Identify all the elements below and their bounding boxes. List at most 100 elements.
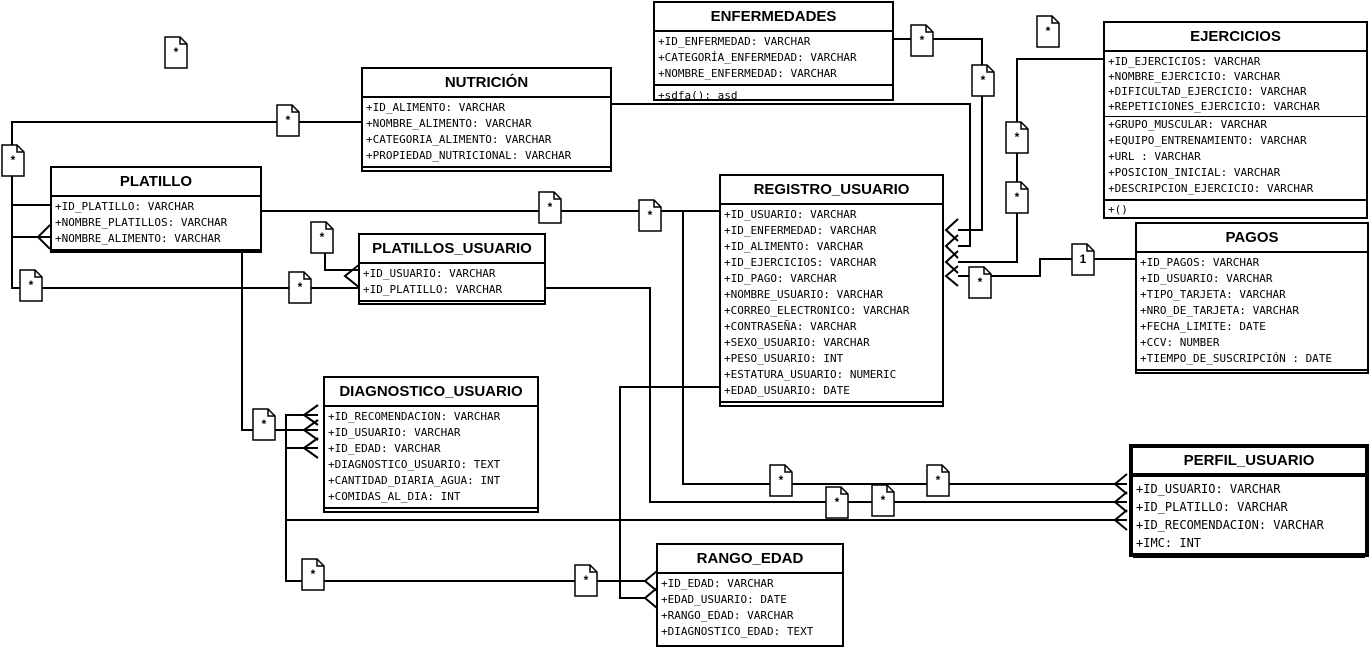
connector-enfermedades-registro: [894, 38, 983, 231]
entity-attribute: +ID_ENFERMEDAD: VARCHAR: [724, 224, 877, 237]
entity-ejercicios[interactable]: EJERCICIOS +ID_EJERCICIOS: VARCHAR +NOMB…: [1103, 21, 1368, 219]
entity-attribute: +EQUIPO_ENTRENAMIENTO: VARCHAR: [1108, 134, 1307, 147]
connector-diagnostico-rango: [285, 414, 645, 582]
entity-attribute: +DIFICULTAD_EJERCICIO: VARCHAR: [1108, 85, 1307, 98]
crowfoot-registro-enfermedades: [944, 218, 959, 242]
entity-attribute: +NOMBRE_EJERCICIO: VARCHAR: [1108, 70, 1281, 83]
entity-attribute: +ID_PLATILLO: VARCHAR: [1136, 500, 1288, 514]
multiplicity-note: *: [164, 36, 188, 69]
multiplicity-note: *: [971, 64, 995, 97]
entity-attribute: +NOMBRE_ALIMENTO: VARCHAR: [55, 232, 221, 245]
entity-attribute: +CCV: NUMBER: [1140, 336, 1220, 349]
entity-title: REGISTRO_USUARIO: [721, 176, 942, 205]
entity-diagnostico-usuario[interactable]: DIAGNOSTICO_USUARIO +ID_RECOMENDACION: V…: [323, 376, 539, 513]
entity-footer: [360, 300, 544, 302]
entity-attribute: +DIAGNOSTICO_USUARIO: TEXT: [328, 458, 501, 471]
entity-title: PLATILLO: [52, 168, 260, 197]
entity-attribute: +PESO_USUARIO: INT: [724, 352, 844, 365]
entity-title: RANGO_EDAD: [658, 545, 842, 574]
entity-attribute: +ESTATURA_USUARIO: NUMERIC: [724, 368, 897, 381]
multiplicity-note: *: [252, 408, 276, 441]
entity-attribute: +ID_USUARIO: VARCHAR: [1140, 272, 1273, 285]
multiplicity-note: *: [926, 464, 950, 497]
entity-title: PERFIL_USUARIO: [1133, 448, 1365, 477]
multiplicity-note: *: [1005, 181, 1029, 214]
multiplicity-note: *: [574, 564, 598, 597]
entity-attribute: +ID_PLATILLO: VARCHAR: [55, 200, 195, 213]
crowfoot-platillos-usuario-a: [343, 263, 361, 289]
entity-attribute: +EDAD_USUARIO: DATE: [661, 593, 787, 606]
connector-ejercicios-registro: [958, 58, 1105, 263]
entity-attribute: +ID_PAGO: VARCHAR: [724, 272, 837, 285]
entity-attribute: +DESCRIPCION_EJERCICIO: VARCHAR: [1108, 182, 1314, 195]
entity-registro-usuario[interactable]: REGISTRO_USUARIO +ID_USUARIO: VARCHAR +I…: [719, 174, 944, 407]
entity-attribute: +DIAGNOSTICO_EDAD: TEXT: [661, 625, 814, 638]
entity-attribute: +ID_RECOMENDACION: VARCHAR: [1136, 518, 1324, 532]
entity-rango-edad[interactable]: RANGO_EDAD +ID_EDAD: VARCHAR +EDAD_USUAR…: [656, 543, 844, 647]
entity-attribute: +EDAD_USUARIO: DATE: [724, 384, 850, 397]
connector-platillo-diagnostico: [241, 252, 318, 431]
entity-attribute: +ID_PAGOS: VARCHAR: [1140, 256, 1260, 269]
entity-attribute: +NOMBRE_USUARIO: VARCHAR: [724, 288, 883, 301]
entity-attribute: +COMIDAS_AL_DIA: INT: [328, 490, 461, 503]
entity-attribute: +GRUPO_MUSCULAR: VARCHAR: [1108, 118, 1267, 131]
multiplicity-note: *: [910, 24, 934, 57]
entity-attribute: +NRO_DE_TARJETA: VARCHAR: [1140, 304, 1299, 317]
entity-attribute: +NOMBRE_PLATILLOS: VARCHAR: [55, 216, 228, 229]
multiplicity-note-one: 1: [1071, 243, 1095, 276]
entity-attribute: +ID_USUARIO: VARCHAR: [363, 267, 496, 280]
entity-attribute: +CORREO_ELECTRONICO: VARCHAR: [724, 304, 910, 317]
entity-pagos[interactable]: PAGOS +ID_PAGOS: VARCHAR +ID_USUARIO: VA…: [1135, 222, 1369, 374]
entity-title: PLATILLOS_USUARIO: [360, 235, 544, 264]
entity-attribute: +CATEGORIA_ALIMENTO: VARCHAR: [366, 133, 552, 146]
connector-registro-perfil: [682, 210, 1127, 485]
entity-attribute: +POSICION_INICIAL: VARCHAR: [1108, 166, 1281, 179]
multiplicity-note: *: [301, 558, 325, 591]
entity-attribute: +ID_PLATILLO: VARCHAR: [363, 283, 503, 296]
connector-registro-rango: [619, 386, 720, 599]
crowfoot-perfil-c: [1113, 509, 1128, 531]
entity-attribute: +SEXO_USUARIO: VARCHAR: [724, 336, 870, 349]
entity-attribute: +ID_ALIMENTO: VARCHAR: [724, 240, 864, 253]
entity-attribute: +CATEGORÍA_ENFERMEDAD: VARCHAR: [658, 51, 857, 64]
entity-attribute: +CONTRASEÑA: VARCHAR: [724, 320, 857, 333]
entity-attribute: +RANGO_EDAD: VARCHAR: [661, 609, 794, 622]
entity-footer: [363, 166, 610, 168]
multiplicity-note: *: [871, 484, 895, 517]
entity-operation: +(): [1108, 203, 1128, 216]
entity-attribute: +URL : VARCHAR: [1108, 150, 1201, 163]
entity-attribute: +ID_EJERCICIOS: VARCHAR: [1108, 55, 1261, 68]
entity-attribute: +ID_USUARIO: VARCHAR: [1136, 482, 1281, 496]
entity-title: DIAGNOSTICO_USUARIO: [325, 378, 537, 407]
multiplicity-note: *: [638, 199, 662, 232]
entity-enfermedades[interactable]: ENFERMEDADES +ID_ENFERMEDAD: VARCHAR +CA…: [653, 1, 894, 102]
entity-operation: +sdfa(): asd: [658, 89, 738, 102]
entity-attribute: +NOMBRE_ENFERMEDAD: VARCHAR: [658, 67, 837, 80]
multiplicity-note: *: [19, 269, 43, 302]
entity-platillos-usuario[interactable]: PLATILLOS_USUARIO +ID_USUARIO: VARCHAR +…: [358, 233, 546, 305]
multiplicity-note: *: [968, 266, 992, 299]
entity-footer: [325, 507, 537, 509]
entity-attribute: +ID_EDAD: VARCHAR: [328, 442, 441, 455]
entity-perfil-usuario[interactable]: PERFIL_USUARIO +ID_USUARIO: VARCHAR +ID_…: [1129, 444, 1369, 558]
entity-platillo[interactable]: PLATILLO +ID_PLATILLO: VARCHAR +NOMBRE_P…: [50, 166, 262, 253]
multiplicity-note: *: [825, 486, 849, 519]
entity-attribute: +ID_USUARIO: VARCHAR: [724, 208, 857, 221]
multiplicity-note: *: [769, 464, 793, 497]
entity-attribute: +IMC: INT: [1136, 536, 1202, 550]
entity-nutricion[interactable]: NUTRICIÓN +ID_ALIMENTO: VARCHAR +NOMBRE_…: [361, 67, 612, 172]
multiplicity-note: *: [1, 144, 25, 177]
entity-attribute: +FECHA_LIMITE: DATE: [1140, 320, 1266, 333]
entity-attribute: +ID_ALIMENTO: VARCHAR: [366, 101, 506, 114]
entity-title: ENFERMEDADES: [655, 3, 892, 32]
multiplicity-note: *: [310, 221, 334, 254]
crowfoot-registro-pagos: [944, 265, 959, 287]
crowfoot-rango-b: [643, 587, 658, 609]
multiplicity-note: *: [288, 271, 312, 304]
entity-footer: [1133, 554, 1365, 558]
entity-title: EJERCICIOS: [1105, 23, 1366, 52]
entity-attribute: +ID_EDAD: VARCHAR: [661, 577, 774, 590]
multiplicity-note: *: [538, 191, 562, 224]
entity-footer: [52, 249, 260, 251]
crowfoot-perfil-b: [1113, 491, 1128, 513]
